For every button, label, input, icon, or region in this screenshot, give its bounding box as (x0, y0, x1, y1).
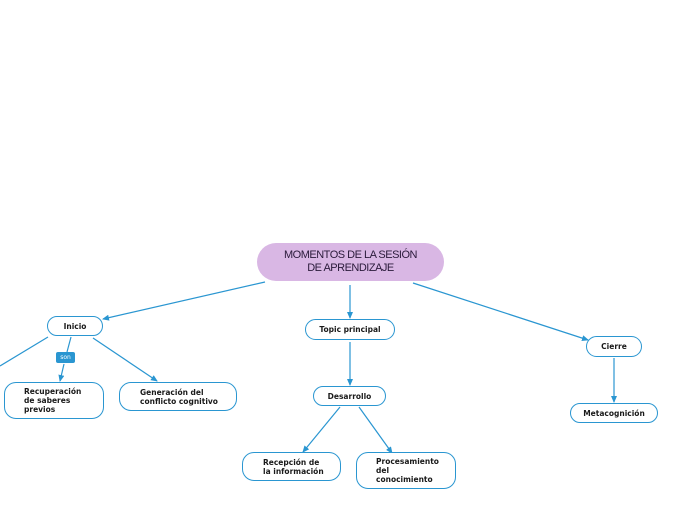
node-generacion[interactable]: Generación del conflicto cognitivo (119, 382, 237, 411)
node-inicio[interactable]: Inicio (47, 316, 103, 336)
connector-desarrollo-procesamiento (358, 406, 393, 454)
connector-root-cierre (412, 282, 589, 341)
node-topic-principal[interactable]: Topic principal (305, 319, 395, 340)
node-metacognicion[interactable]: Metacognición (570, 403, 658, 423)
connector-inicio-son (66, 336, 72, 353)
connector-inicio-offscreen (0, 336, 49, 367)
node-procesamiento[interactable]: Procesamiento del conocimiento (356, 452, 456, 489)
node-cierre-label: Cierre (601, 342, 627, 351)
node-desarrollo-label: Desarrollo (327, 391, 372, 401)
node-desarrollo[interactable]: Desarrollo (313, 386, 386, 406)
connector-desarrollo-recepcion (302, 406, 341, 453)
node-procesamiento-label: Procesamiento del conocimiento (376, 457, 439, 484)
connector-inicio-generacion (92, 337, 158, 382)
node-topic-principal-label: Topic principal (319, 325, 381, 334)
node-recepcion-label: Recepción de la información (263, 457, 324, 476)
link-label-son: son (56, 352, 75, 363)
node-cierre[interactable]: Cierre (586, 336, 642, 357)
connector-root-inicio (102, 281, 266, 321)
node-recuperacion[interactable]: Recuperación de saberes previos (4, 382, 104, 419)
root-title-line1: MOMENTOS DE LA SESIÓN (284, 248, 417, 261)
node-metacognicion-label: Metacognición (583, 408, 645, 418)
link-label-son-text: son (60, 354, 71, 361)
node-generacion-label: Generación del conflicto cognitivo (140, 387, 218, 406)
connector-son-recuperacion (58, 363, 65, 382)
node-recuperacion-label: Recuperación de saberes previos (24, 387, 82, 414)
node-inicio-label: Inicio (63, 321, 87, 331)
node-recepcion[interactable]: Recepción de la información (242, 452, 341, 481)
root-title-line2: DE APRENDIZAJE (307, 262, 394, 274)
root-topic[interactable]: MOMENTOS DE LA SESIÓN DE APRENDIZAJE (257, 243, 444, 281)
